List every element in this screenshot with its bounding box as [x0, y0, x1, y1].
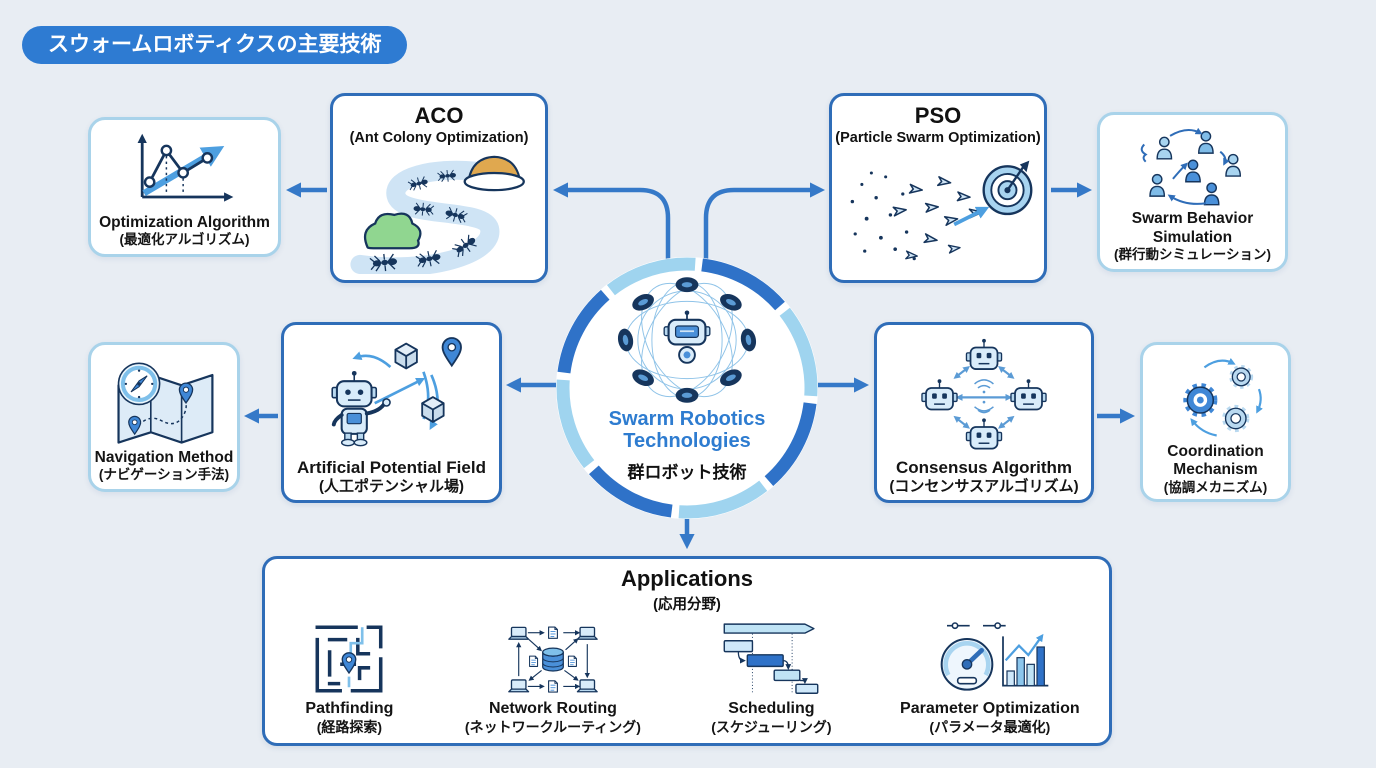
- app-item-scheduling: Scheduling (スケジューリング): [672, 618, 871, 736]
- node-navigation-method: Navigation Method (ナビゲーション手法): [88, 342, 240, 492]
- center-title-en: Swarm Robotics Technologies: [608, 408, 766, 453]
- node-swarm-behavior-simulation: Swarm Behavior Simulation (群行動シミュレーション): [1097, 112, 1288, 272]
- app-label-ja: (経路探索): [316, 719, 383, 736]
- node-label-en: Artificial Potential Field: [297, 457, 486, 477]
- applications-subtitle: (応用分野): [653, 597, 721, 614]
- node-label-en: Swarm Behavior Simulation: [1131, 210, 1254, 246]
- node-artificial-potential-field: Artificial Potential Field (人工ポテンシャル場): [281, 322, 502, 503]
- robot-network-icon: [617, 277, 757, 403]
- gantt-chart-icon: [696, 618, 846, 700]
- page-title: スウォームロボティクスの主要技術: [22, 26, 408, 64]
- node-label-en: Navigation Method: [94, 448, 234, 466]
- node-aco: ACO (Ant Colony Optimization): [330, 93, 548, 283]
- node-title: PSO: [914, 103, 962, 128]
- center-node: Swarm Robotics Technologies 群ロボット技術: [549, 250, 825, 526]
- network-routing-icon: [483, 618, 623, 700]
- node-label-ja: (最適化アルゴリズム): [119, 231, 250, 247]
- app-label-ja: (ネットワークルーティング): [464, 719, 641, 736]
- gauge-icon: [914, 618, 1066, 700]
- app-label-en: Network Routing: [488, 700, 617, 718]
- node-label-en: Coordination Mechanism: [1167, 443, 1264, 479]
- app-item-network-routing: Network Routing (ネットワークルーティング): [434, 618, 672, 736]
- robot-obstacles-icon: [302, 329, 482, 458]
- node-optimization-algorithm: Optimization Algorithm (最適化アルゴリズム): [88, 117, 281, 257]
- app-label-en: Pathfinding: [305, 700, 394, 718]
- node-label-en: Consensus Algorithm: [896, 457, 1072, 477]
- node-consensus-algorithm: Consensus Algorithm (コンセンサスアルゴリズム): [874, 322, 1094, 503]
- node-subtitle: (Ant Colony Optimization): [349, 130, 529, 147]
- map-compass-icon: [105, 351, 223, 449]
- bird-flock-target-icon: [838, 146, 1038, 280]
- people-swarm-icon: [1129, 121, 1257, 210]
- maze-icon: [312, 618, 386, 700]
- node-label-en: Optimization Algorithm: [99, 213, 270, 231]
- app-label-en: Parameter Optimization: [900, 700, 1080, 718]
- app-item-parameter-optimization: Parameter Optimization (パラメータ最適化): [871, 618, 1109, 736]
- app-label-ja: (スケジューリング): [711, 719, 832, 736]
- app-label-en: Scheduling: [728, 700, 815, 718]
- center-title-ja: 群ロボット技術: [627, 462, 747, 482]
- robot-consensus-icon: [889, 329, 1079, 458]
- node-label-ja: (コンセンサスアルゴリズム): [889, 478, 1079, 495]
- node-pso: PSO (Particle Swarm Optimization): [829, 93, 1047, 283]
- node-applications: Applications (応用分野) Pathfinding (経路探索): [262, 556, 1112, 746]
- node-title: ACO: [414, 103, 464, 128]
- app-label-ja: (パラメータ最適化): [929, 719, 1051, 736]
- node-coordination-mechanism: Coordination Mechanism (協調メカニズム): [1140, 342, 1291, 502]
- node-label-ja: (ナビゲーション手法): [98, 466, 230, 482]
- node-subtitle: (Particle Swarm Optimization): [835, 130, 1041, 147]
- app-item-pathfinding: Pathfinding (経路探索): [265, 618, 434, 736]
- node-label-ja: (群行動シミュレーション): [1114, 246, 1271, 262]
- node-label-ja: (人工ポテンシャル場): [319, 478, 464, 495]
- node-label-ja: (協調メカニズム): [1163, 479, 1268, 495]
- line-chart-icon: [129, 126, 241, 214]
- ant-trail-icon: [339, 146, 539, 280]
- applications-title: Applications: [620, 566, 753, 591]
- gears-icon: [1162, 351, 1270, 443]
